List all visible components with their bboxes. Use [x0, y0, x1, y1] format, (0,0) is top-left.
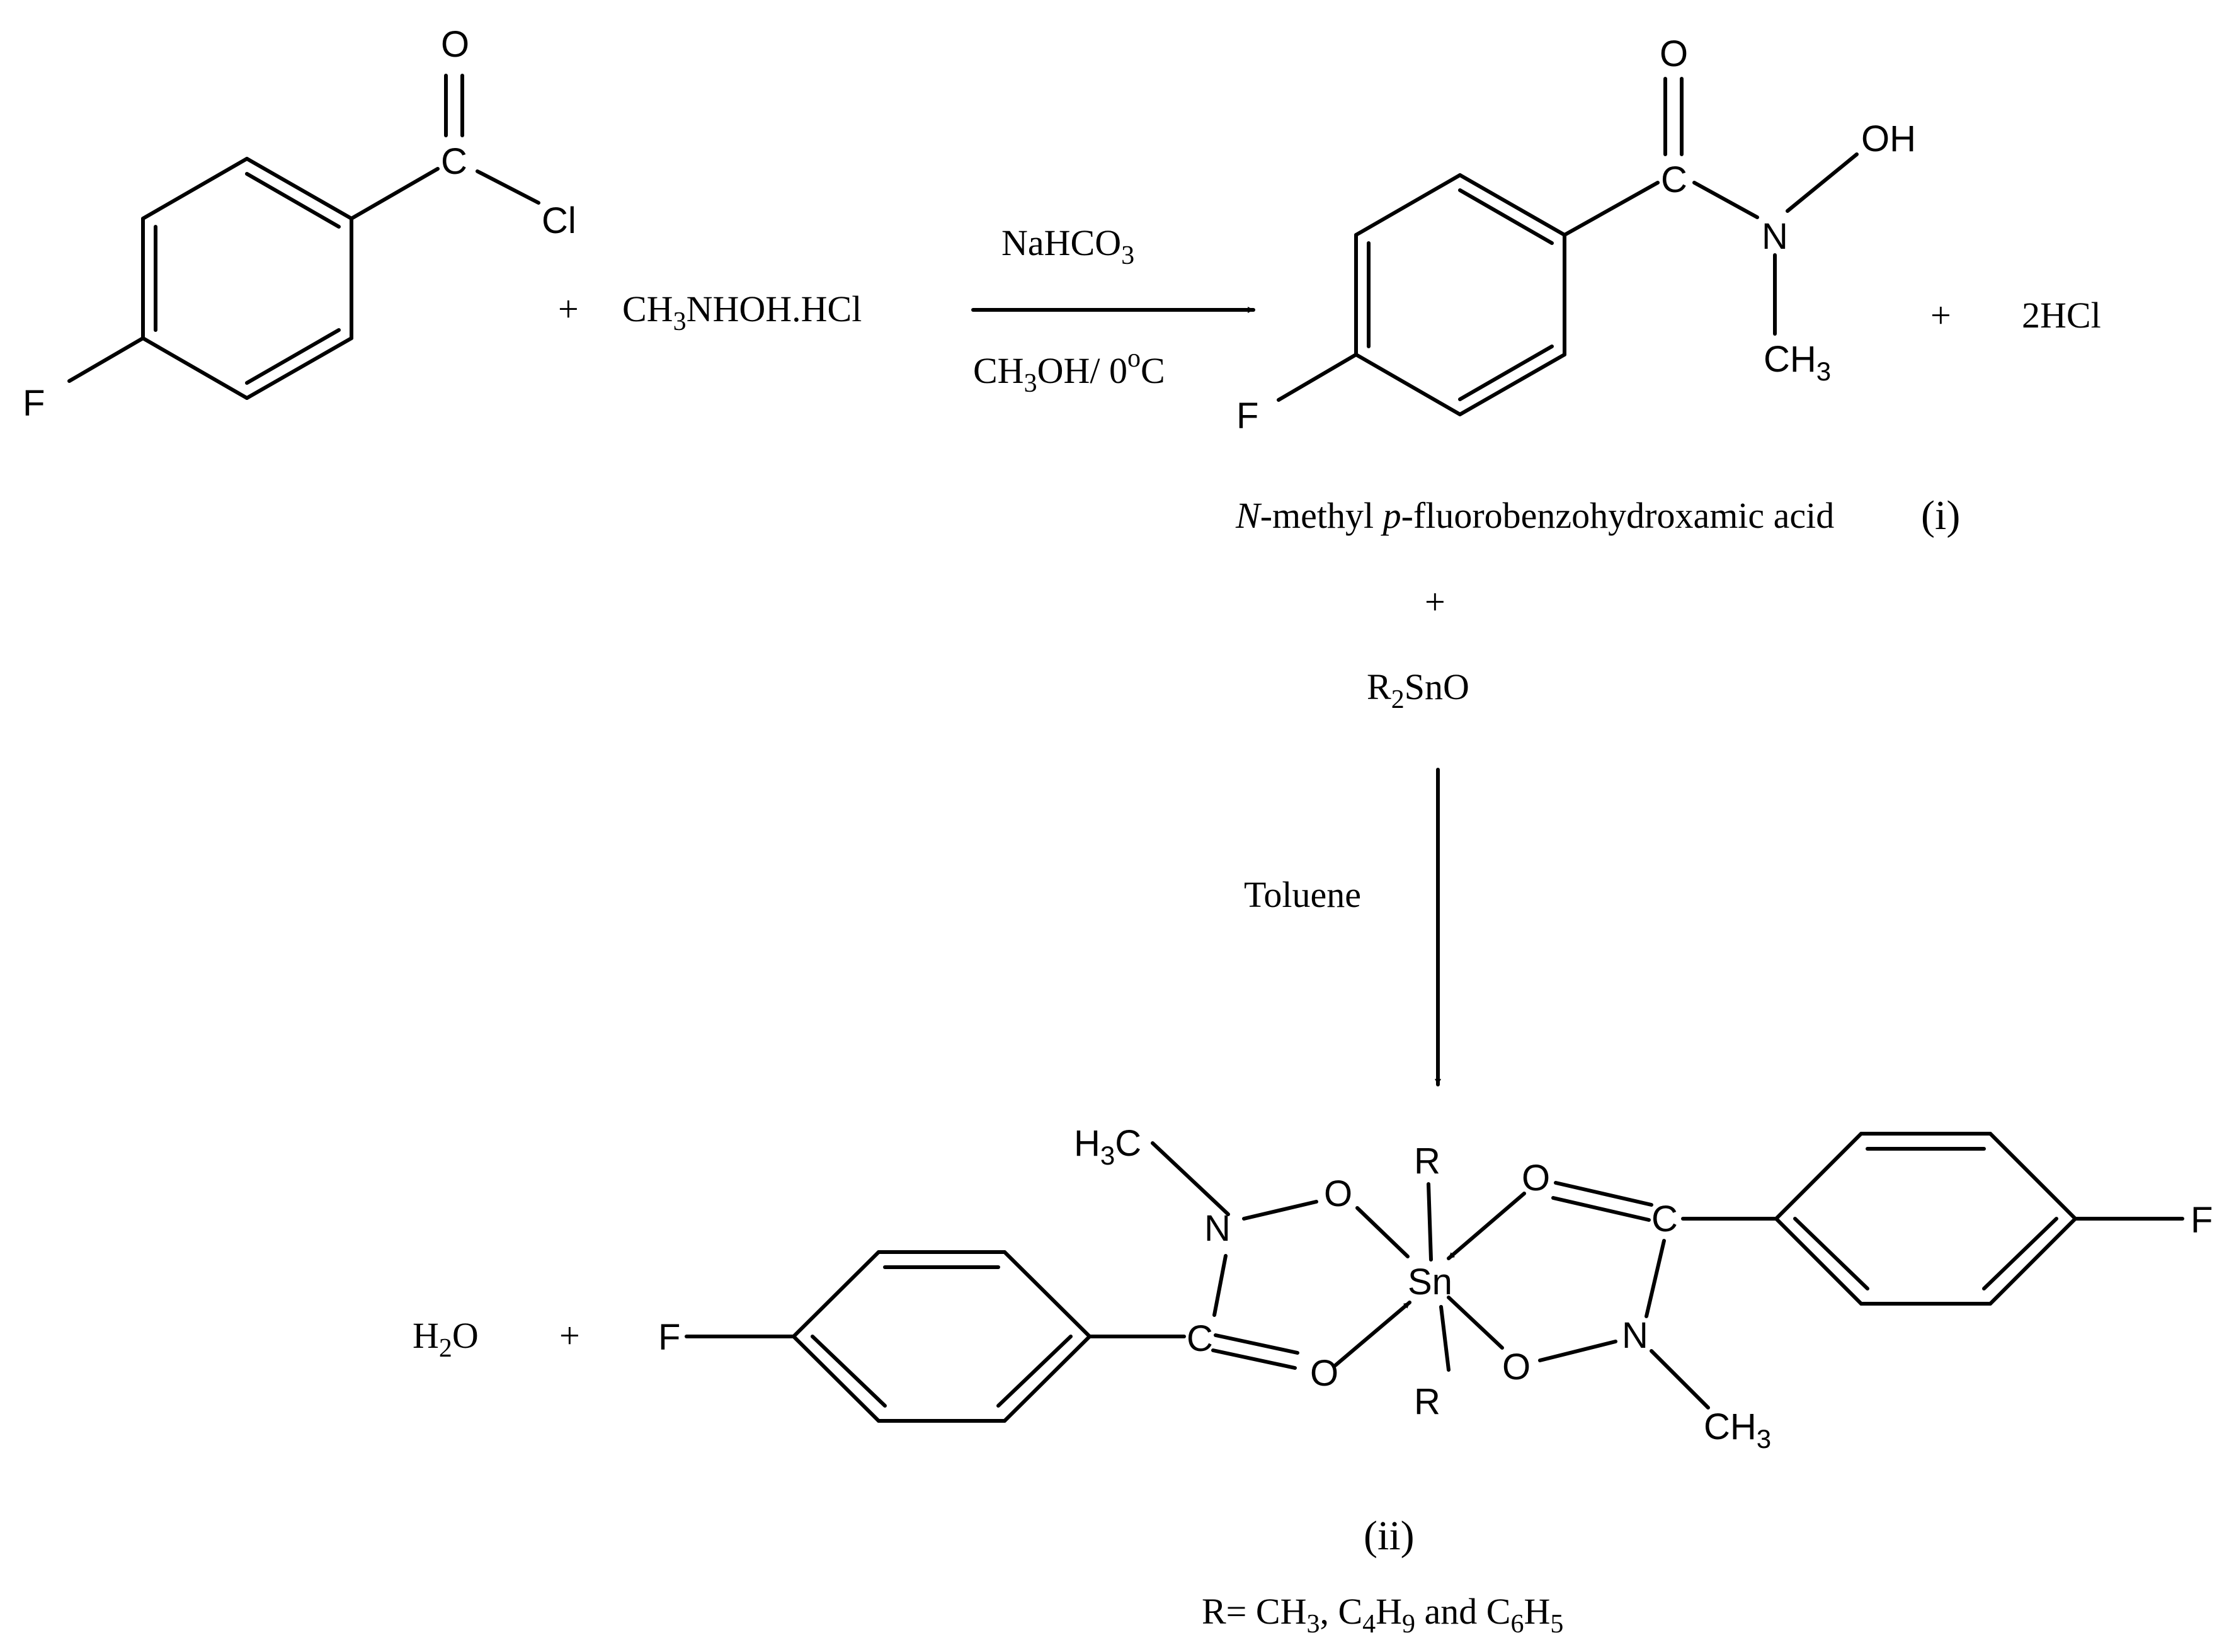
atom-o: O	[1324, 1173, 1352, 1214]
atom-f: F	[1236, 396, 1258, 436]
atom-sn: Sn	[1408, 1262, 1452, 1302]
atom-o: O	[1522, 1158, 1550, 1199]
atom-f: F	[23, 383, 45, 424]
atom-o: O	[1660, 33, 1688, 74]
atom-c: C	[1651, 1199, 1678, 1239]
atom-c: C	[441, 141, 467, 182]
benzene-ring	[792, 1250, 1092, 1423]
benzene-ring	[1354, 173, 1566, 416]
plus-sign: +	[559, 1315, 580, 1356]
atom-r-top: R	[1414, 1141, 1440, 1182]
product-hydroxamic-acid: O C N OH CH3 F	[1236, 33, 1916, 436]
atom-methyl: H3C	[1074, 1123, 1141, 1170]
reagent-methylhydroxylamine: CH3NHOH.HCl	[622, 288, 862, 336]
atom-methyl: CH3	[1704, 1406, 1771, 1454]
product-1-number: (i)	[1921, 493, 1960, 538]
reagent-diorganotin-oxide: R2SnO	[1367, 666, 1469, 714]
plus-sign: +	[1425, 581, 1445, 622]
condition-solvent-temp: CH3OH/ 0oC	[973, 344, 1165, 398]
product-1-name: N-methyl p-fluorobenzohydroxamic acid	[1235, 495, 1834, 536]
plus-sign: +	[558, 288, 579, 329]
atom-o: O	[441, 24, 469, 65]
atom-oh: OH	[1861, 118, 1916, 159]
atom-f: F	[2191, 1200, 2213, 1241]
byproduct-water: H2O	[413, 1315, 479, 1363]
condition-toluene: Toluene	[1244, 874, 1361, 915]
atom-o: O	[1310, 1353, 1338, 1394]
atom-r-bottom: R	[1414, 1381, 1440, 1422]
atom-n: N	[1622, 1315, 1648, 1356]
byproduct-hcl: 2HCl	[2022, 295, 2101, 336]
benzene-ring	[141, 157, 353, 400]
benzene-ring	[1774, 1132, 2077, 1306]
condition-base: NaHCO3	[1001, 222, 1134, 270]
product-organotin-complex: F C O N H3C O Sn R R	[658, 1123, 2213, 1454]
reactant-fluorobenzoyl-chloride: O C Cl F	[23, 24, 576, 424]
atom-o: O	[1502, 1347, 1531, 1387]
atom-c: C	[1187, 1318, 1213, 1359]
product-2-number: (ii)	[1364, 1513, 1415, 1559]
plus-sign: +	[1930, 295, 1951, 336]
r-group-definition: R= CH3, C4H9 and C6H5	[1202, 1591, 1563, 1639]
atom-f: F	[658, 1317, 680, 1358]
atom-cl: Cl	[542, 200, 576, 241]
atom-n: N	[1762, 216, 1788, 257]
atom-c: C	[1661, 159, 1687, 200]
atom-methyl: CH3	[1764, 339, 1831, 386]
